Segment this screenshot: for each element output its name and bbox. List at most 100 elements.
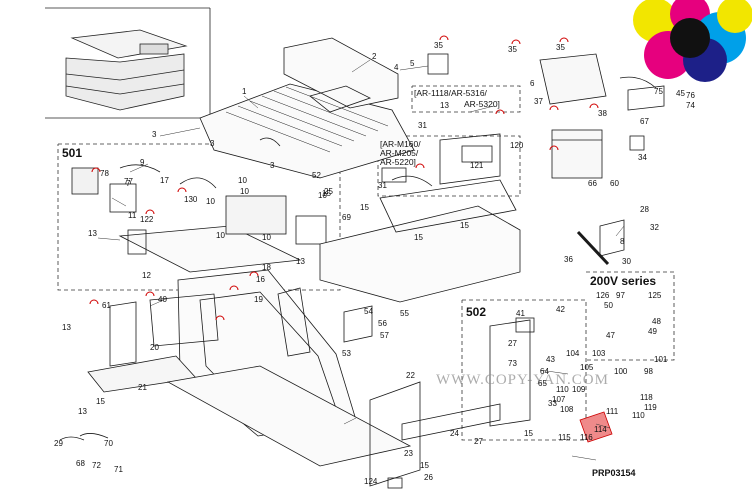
part-callout: 50 <box>604 301 613 310</box>
part-callout: 7 <box>126 179 131 188</box>
part-callout: 3 <box>270 161 275 170</box>
part-callout: 67 <box>640 117 649 126</box>
part-callout: 15 <box>414 233 423 242</box>
part-callout: 30 <box>622 257 631 266</box>
part-callout: 74 <box>686 101 695 110</box>
part-callout: 52 <box>312 171 321 180</box>
part-callout: 72 <box>92 461 101 470</box>
part-callout: 37 <box>534 97 543 106</box>
callout-labels: 1 2 3 3 3 4 5 6 7 8 9 10 10 10 10 10 10 … <box>54 41 695 486</box>
drawing-code: PRP03154 <box>592 468 636 478</box>
part-callout: 38 <box>598 109 607 118</box>
part-callout: 19 <box>254 295 263 304</box>
part-callout: 121 <box>470 161 484 170</box>
model-note-line: [AR-M160/ <box>380 139 421 149</box>
model-note-line: AR-M205/ <box>380 148 419 158</box>
part-callout: 49 <box>648 327 657 336</box>
part-callout: 3 <box>152 130 157 139</box>
part-callout: 27 <box>474 437 483 446</box>
part-callout: 31 <box>378 181 387 190</box>
part-callout: 27 <box>508 339 517 348</box>
part-callout: 23 <box>404 449 413 458</box>
part-callout: 15 <box>360 203 369 212</box>
part-callout: 107 <box>552 395 566 404</box>
part-callout: 43 <box>546 355 555 364</box>
part-callout: 13 <box>88 229 97 238</box>
part-callout: 115 <box>558 433 571 442</box>
part-callout: 12 <box>142 271 151 280</box>
watermark-text: WWW.COPY-YAN.COM <box>436 372 609 388</box>
part-callout: 15 <box>96 397 105 406</box>
part-callout: 69 <box>342 213 351 222</box>
part-callout: 2 <box>372 52 377 61</box>
part-callout: 28 <box>640 205 649 214</box>
part-callout: 35 <box>508 45 517 54</box>
part-callout: 125 <box>648 291 662 300</box>
part-callout: 33 <box>548 399 557 408</box>
part-callout: 105 <box>580 363 594 372</box>
part-callout: 56 <box>378 319 387 328</box>
part-callout: 77 <box>124 177 133 186</box>
part-callout: 103 <box>592 349 606 358</box>
copier-thumbnail <box>45 7 211 119</box>
part-callout: 75 <box>654 87 663 96</box>
part-callout: 119 <box>644 403 657 412</box>
part-callout: 122 <box>140 215 154 224</box>
model-note-line: AR-5220] <box>380 157 416 167</box>
part-callout: 13 <box>296 257 305 266</box>
model-note-line: AR-5320] <box>464 99 500 109</box>
part-callout: 60 <box>610 179 619 188</box>
part-callout: 111 <box>606 407 619 416</box>
part-callout: 21 <box>138 383 147 392</box>
part-callout: 10 <box>240 187 249 196</box>
part-callout: 25 <box>324 187 333 196</box>
part-callout: 110 <box>632 411 645 420</box>
part-callout: 15 <box>322 189 331 198</box>
part-callout: 70 <box>104 439 113 448</box>
part-callout: 98 <box>644 367 653 376</box>
part-callout: 10 <box>206 197 215 206</box>
part-callout: 10 <box>238 176 247 185</box>
part-callout: 104 <box>566 349 580 358</box>
part-callout: 13 <box>440 101 449 110</box>
leader-lines <box>97 59 625 461</box>
part-callout: 15 <box>420 461 429 470</box>
part-callout: 13 <box>62 323 71 332</box>
part-callout: 9 <box>140 158 145 167</box>
part-callout: 29 <box>54 439 63 448</box>
part-callout: 18 <box>262 263 271 272</box>
part-callout: 126 <box>596 291 610 300</box>
part-callout: 73 <box>508 359 517 368</box>
part-callout: 53 <box>342 349 351 358</box>
part-callout: 22 <box>406 371 415 380</box>
part-callout: 66 <box>588 179 597 188</box>
part-callout: 45 <box>676 89 685 98</box>
part-callout: 110 <box>556 385 569 394</box>
part-callout: 32 <box>650 223 659 232</box>
part-callout: 1 <box>242 87 247 96</box>
part-callout: 16 <box>256 275 265 284</box>
part-callout: 78 <box>100 169 109 178</box>
part-callout: 55 <box>400 309 409 318</box>
part-callout: 71 <box>114 465 123 474</box>
part-callout: 61 <box>102 301 111 310</box>
part-callout: 20 <box>150 343 159 352</box>
group-501-label: 501 <box>62 146 82 160</box>
part-callout: 31 <box>418 121 427 130</box>
group-frames <box>57 85 675 441</box>
part-callout: 118 <box>640 393 653 402</box>
part-callout: 101 <box>654 355 668 364</box>
part-callout: 76 <box>686 91 695 100</box>
part-callout: 109 <box>572 385 586 394</box>
part-callout: 26 <box>424 473 433 482</box>
part-callout: 5 <box>410 59 415 68</box>
part-callout: 34 <box>638 153 647 162</box>
part-callout: 54 <box>364 307 373 316</box>
part-callout: 36 <box>564 255 573 264</box>
part-callout: 108 <box>560 405 574 414</box>
parts-linework <box>59 37 665 489</box>
part-callout: 4 <box>394 63 399 72</box>
part-callout: 124 <box>364 477 378 486</box>
part-callout: 13 <box>78 407 87 416</box>
part-callout: 24 <box>450 429 459 438</box>
